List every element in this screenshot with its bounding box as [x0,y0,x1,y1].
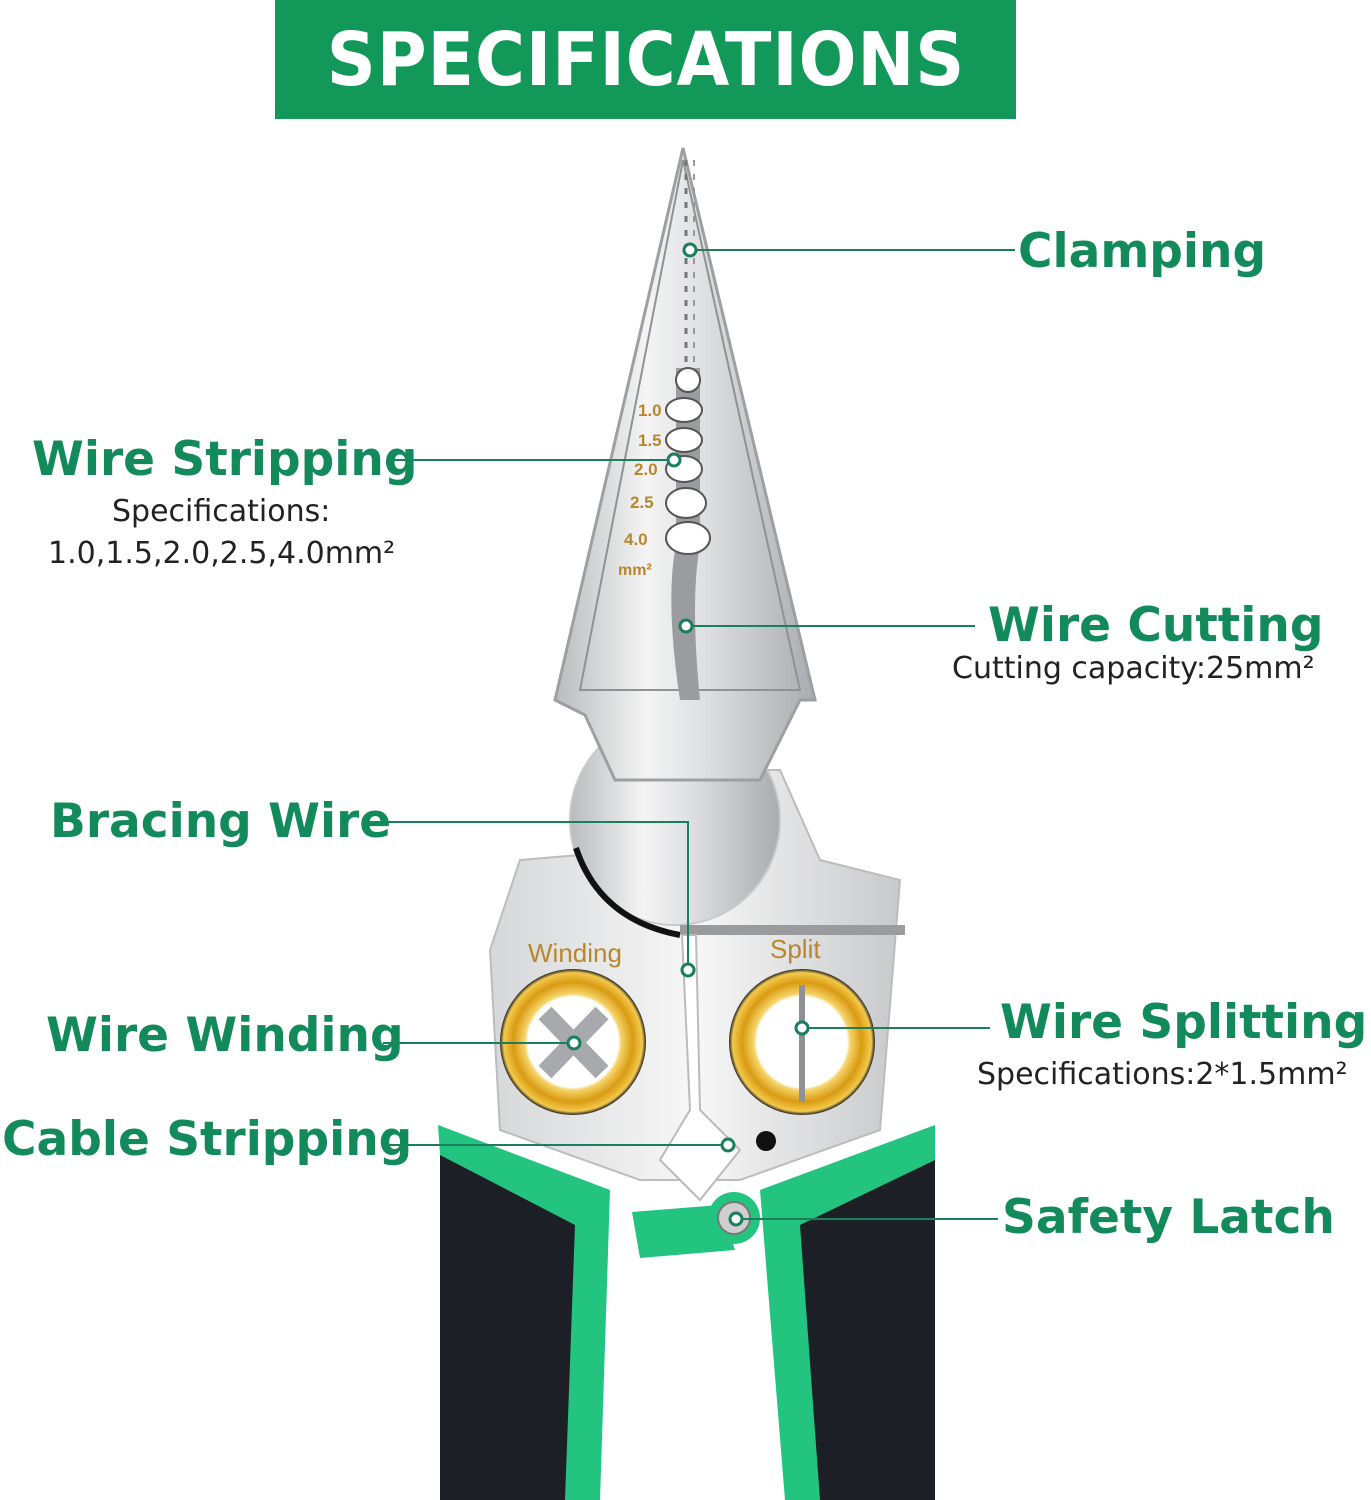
svg-text:4.0: 4.0 [624,530,648,549]
svg-text:mm²: mm² [618,562,652,579]
callout-clamping: Clamping [1018,224,1267,279]
callout-wire-cutting: Wire Cutting [988,598,1324,653]
svg-text:2.5: 2.5 [630,493,654,512]
wire-splitting-detail: Specifications:2*1.5mm² [977,1057,1348,1092]
callout-wire-winding: Wire Winding [46,1008,404,1063]
callout-safety-latch: Safety Latch [1002,1190,1335,1245]
wire-stripping-detail-2: 1.0,1.5,2.0,2.5,4.0mm² [48,536,396,571]
right-handle [760,1125,935,1500]
wire-stripping-detail-1: Specifications: [112,494,331,529]
callout-wire-splitting: Wire Splitting [1000,995,1368,1050]
svg-text:2.0: 2.0 [634,460,658,479]
svg-text:Winding: Winding [528,938,622,968]
callout-wire-stripping: Wire Stripping [32,432,418,487]
svg-text:1.5: 1.5 [638,431,662,450]
svg-text:Split: Split [770,934,821,964]
title-banner: SPECIFICATIONS [275,0,1016,119]
wire-cutting-detail: Cutting capacity:25mm² [952,651,1315,686]
page-title: SPECIFICATIONS [326,16,965,103]
svg-text:1.0: 1.0 [638,401,662,420]
callout-cable-stripping: Cable Stripping [2,1112,413,1167]
left-handle [438,1125,610,1500]
callout-bracing-wire: Bracing Wire [50,794,392,849]
